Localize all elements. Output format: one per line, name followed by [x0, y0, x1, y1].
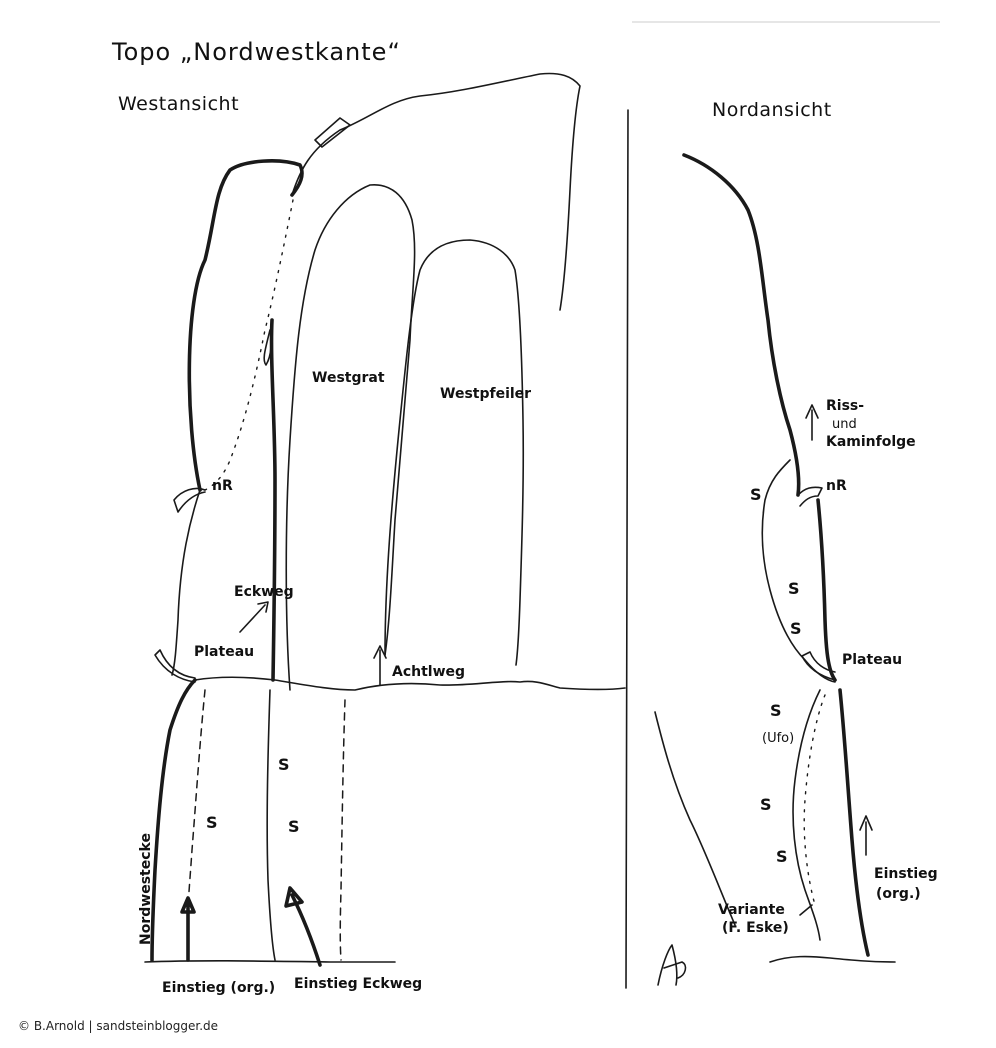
west-base-mid — [266, 689, 276, 961]
einstieg-north-arrow-icon — [859, 815, 873, 856]
einstieg-eckweg-arrow-icon — [284, 886, 322, 967]
west-base-right-dashed — [339, 699, 346, 961]
north-view-outline — [654, 153, 896, 963]
label-einstieg-north: Einstieg — [874, 866, 938, 882]
label-einstieg-north-org: (org.) — [876, 886, 921, 902]
westpfeiler-tower — [384, 239, 525, 666]
west-summit-block — [291, 72, 581, 311]
westgrat-tower — [285, 184, 416, 691]
west-dotted-route-upper — [204, 199, 294, 491]
label-riss: Riss- — [826, 398, 864, 414]
riss-arrow-icon — [805, 404, 819, 441]
variante-pointer-icon — [799, 904, 813, 916]
north-ufo-dotted — [803, 694, 826, 906]
north-left-slab — [654, 711, 736, 926]
label-s-west-1: S — [278, 755, 290, 774]
label-westgrat: Westgrat — [312, 370, 385, 386]
signature-mark — [657, 944, 687, 986]
label-variante: Variante — [718, 902, 785, 918]
north-arrows — [797, 404, 873, 916]
plateau-north-arrow-icon — [801, 651, 836, 681]
label-und: und — [832, 417, 857, 432]
einstieg-org-arrow-icon — [180, 896, 196, 962]
label-kaminfolge: Kaminfolge — [826, 434, 916, 450]
label-nordwestecke: Nordwestecke — [138, 833, 154, 945]
north-lower-edge — [792, 689, 821, 941]
west-ground — [144, 960, 396, 963]
west-view-heading: Westansicht — [118, 93, 239, 115]
west-pillar-right-edge — [269, 318, 277, 682]
label-nr-north: nR — [826, 478, 847, 494]
credit-text: © B.Arnold | sandsteinblogger.de — [18, 1019, 218, 1033]
label-s-north-3: S — [790, 619, 802, 638]
west-dashed-route-lower — [187, 689, 206, 916]
nr-arrow-icon — [173, 487, 206, 513]
label-westpfeiler: Westpfeiler — [440, 386, 531, 402]
label-plateau-north: Plateau — [842, 652, 902, 668]
west-plateau-line — [194, 676, 626, 691]
label-plateau-west: Plateau — [194, 644, 254, 660]
north-ground — [769, 955, 896, 963]
west-left-pillar-top — [187, 159, 304, 492]
label-s-north-4: S — [770, 701, 782, 720]
north-main-edge-lower — [838, 688, 870, 957]
achtlweg-arrow-icon — [373, 645, 387, 686]
north-view-heading: Nordansicht — [712, 99, 832, 121]
label-s-north-2: S — [788, 579, 800, 598]
west-base-left — [150, 678, 197, 962]
west-arrows — [154, 117, 387, 967]
label-s-west-3: S — [288, 817, 300, 836]
summit-arrow-icon — [314, 117, 351, 148]
label-ufo: (Ufo) — [762, 731, 794, 746]
label-s-west-2: S — [206, 813, 218, 832]
view-separator — [625, 109, 629, 989]
west-left-pillar-lower — [171, 489, 201, 676]
label-einstieg-org: Einstieg (org.) — [162, 980, 275, 996]
label-variante-eske: (F. Eske) — [722, 920, 789, 936]
label-einstieg-eckweg: Einstieg Eckweg — [294, 976, 422, 992]
label-achtlweg: Achtlweg — [392, 664, 465, 680]
label-nr-west: nR — [212, 478, 233, 494]
north-main-edge-mid — [816, 498, 837, 682]
label-eckweg: Eckweg — [234, 584, 294, 600]
topo-title: Topo „Nordwestkante“ — [111, 38, 401, 66]
nr-north-arrow-icon — [797, 486, 823, 507]
label-s-north-1: S — [750, 485, 762, 504]
north-main-edge-upper — [682, 153, 801, 497]
west-notch — [263, 329, 272, 366]
label-s-north-6: S — [776, 847, 788, 866]
eckweg-arrow-icon — [239, 601, 269, 633]
plateau-arrow-icon — [154, 649, 196, 683]
label-s-north-5: S — [760, 795, 772, 814]
